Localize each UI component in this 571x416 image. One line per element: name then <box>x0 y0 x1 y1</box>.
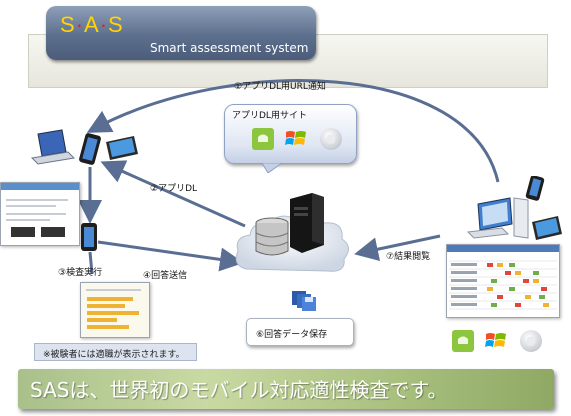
smartphone-icon-2 <box>81 223 97 251</box>
results-screen-image <box>446 244 560 318</box>
app-site-callout-tail <box>262 163 282 173</box>
desktop-pc-icon <box>466 197 529 239</box>
smartphone-icon <box>79 133 101 165</box>
apple-icon-2 <box>520 330 542 352</box>
windows-icon-2 <box>485 333 506 347</box>
label-send-answers: ④回答送信 <box>143 271 188 281</box>
arrow-phone-down-2 <box>88 251 94 275</box>
arrow-send-answers <box>97 240 244 272</box>
tagline-text: SASは、世界初のモバイル対応適性検査です。 <box>30 378 448 402</box>
server-icon <box>290 193 324 253</box>
android-icon-2 <box>452 330 474 352</box>
label-run-test: ③検査実行 <box>58 268 103 278</box>
tagline-bar <box>18 369 554 409</box>
android-icon <box>252 128 274 150</box>
user-devices <box>30 129 138 165</box>
answer-screen-image <box>80 282 150 338</box>
arrow-app-dl <box>100 160 246 228</box>
footnote-box: ※被験者には適職が表示されます。 <box>34 343 197 361</box>
cloud-server <box>235 193 349 272</box>
save-disk-icon <box>292 291 316 311</box>
app-site-title: アプリDL用サイト <box>232 111 307 121</box>
laptop-icon <box>30 129 76 165</box>
results-grid <box>449 260 557 310</box>
windows-icon <box>285 131 306 145</box>
sas-logo: S·A·S <box>60 12 124 37</box>
header-subtitle: Smart assessment system <box>150 41 309 55</box>
smartphone-icon-3 <box>525 176 545 201</box>
label-url-notify: ①アプリDL用URL通知 <box>234 82 326 92</box>
footnote-text: ※被験者には適職が表示されます。 <box>43 350 185 360</box>
save-data-box <box>246 318 354 346</box>
tablet-icon <box>106 136 138 160</box>
admin-devices <box>466 176 562 240</box>
database-icon <box>255 217 289 256</box>
apple-icon <box>320 128 342 150</box>
tablet-icon-2 <box>532 216 562 240</box>
arrow-url-notify <box>86 79 500 183</box>
label-app-dl: ②アプリDL <box>150 184 198 194</box>
arrow-view-results <box>354 234 441 261</box>
test-screen-image <box>0 182 80 246</box>
header-bar <box>46 6 316 60</box>
label-view-results: ⑦結果閲覧 <box>386 252 431 262</box>
label-save-data: ⑥回答データ保存 <box>256 330 328 340</box>
